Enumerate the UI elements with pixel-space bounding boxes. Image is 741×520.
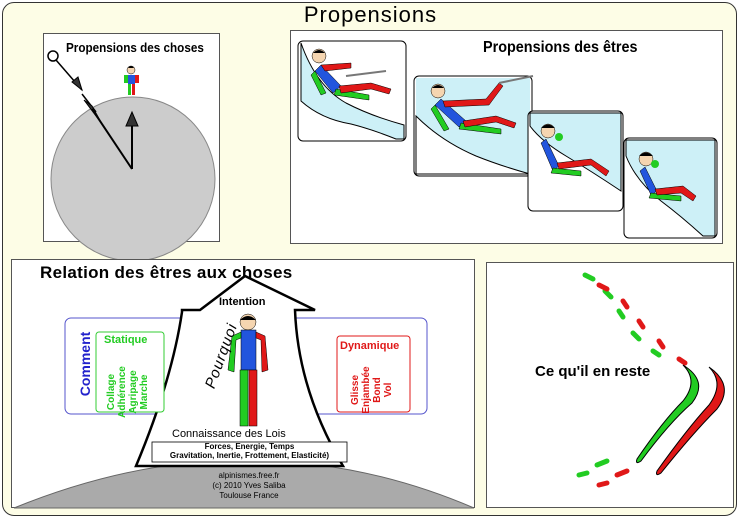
dynamique-item: Bond — [372, 377, 383, 403]
statique-box — [95, 331, 165, 413]
statique-title: Statique — [104, 334, 148, 346]
etres-frame-3 — [527, 110, 624, 212]
reste-title: Ce qu'il en reste — [535, 363, 651, 380]
start-point — [47, 50, 59, 62]
dynamique-box — [336, 335, 411, 413]
relation-diagram — [13, 274, 475, 509]
green-dashes — [576, 272, 662, 478]
statique-item: Agripage — [128, 370, 139, 414]
dynamique-item: Glisse — [350, 374, 361, 406]
panel-propensions-etres: Propensions des êtres — [290, 30, 723, 244]
etres-frame-1 — [297, 40, 407, 142]
small-figure — [124, 65, 139, 95]
laws-line-1: Forces, Energie, Temps — [204, 442, 295, 451]
etres-diagram — [297, 40, 718, 239]
relation-title: Relation des êtres aux choses — [40, 263, 293, 282]
credit-site: alpinismes.free.fr — [218, 471, 280, 480]
statique-item: Collage — [106, 373, 117, 411]
laws-line-2: Gravitation, Inertie, Frottement, Elasti… — [169, 451, 330, 460]
tracks-diagram — [576, 272, 725, 488]
dynamique-list: Glisse Enjambée Bond Vol — [350, 350, 398, 430]
red-track — [656, 366, 725, 476]
standing-figure — [227, 313, 269, 427]
comment-label: Comment — [77, 331, 93, 397]
panel-propensions-choses: Propensions des choses — [43, 33, 220, 262]
green-track — [636, 364, 700, 464]
main-title: Propensions — [303, 2, 438, 27]
panel-reste: Ce qu'il en reste — [486, 262, 734, 508]
connaissance-label: Connaissance des Lois — [172, 428, 286, 440]
intention-label: Intention — [219, 296, 266, 308]
panel-choses-title: Propensions des choses — [66, 40, 204, 55]
statique-item: Marche — [139, 374, 150, 410]
statique-list: Collage Adhérence Agripage Marche — [106, 346, 154, 438]
dynamique-item: Vol — [383, 382, 394, 398]
panel-etres-title: Propensions des êtres — [483, 39, 638, 56]
statique-item: Adhérence — [117, 366, 128, 418]
credit-author: (c) 2010 Yves Saliba — [212, 481, 286, 490]
dynamique-item: Enjambée — [361, 366, 372, 414]
red-dashes — [596, 282, 688, 488]
laws-box — [151, 441, 348, 463]
choses-diagram — [47, 50, 216, 262]
etres-frame-4 — [623, 137, 718, 239]
etres-frame-2 — [413, 75, 534, 177]
credit-place: Toulouse France — [219, 491, 279, 500]
panel-relation: Relation des êtres aux choses Intention … — [11, 259, 475, 509]
dynamique-title: Dynamique — [340, 340, 400, 352]
